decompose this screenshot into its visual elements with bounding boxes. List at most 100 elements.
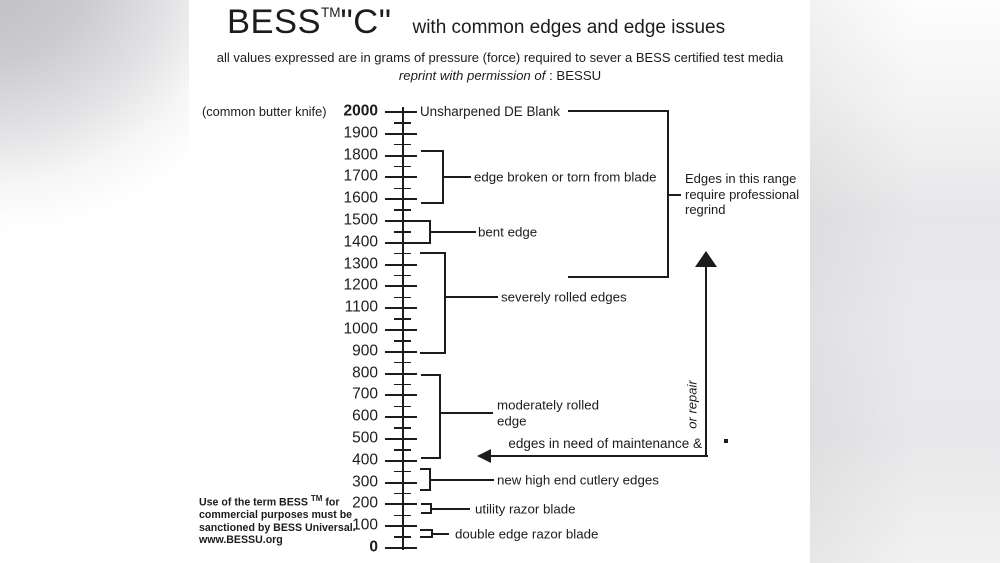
scale-minor-tick	[394, 536, 411, 538]
bracket-label-moderate: moderately rolled edge	[497, 397, 599, 429]
range-bracket-bent	[414, 219, 431, 244]
scale-minor-tick	[394, 231, 411, 233]
scale-minor-tick	[394, 427, 411, 429]
range-bracket-doubleedge	[420, 529, 433, 539]
bess-trademark-footnote: Use of the term BESS TM for commercial p…	[199, 493, 369, 547]
range-bracket-utility	[421, 503, 432, 515]
scale-minor-tick	[394, 274, 411, 277]
scale-major-tick	[385, 329, 417, 331]
scale-tick-label: 200	[352, 495, 378, 513]
scale-minor-tick	[394, 187, 411, 190]
scale-major-tick	[385, 525, 417, 528]
range-bracket-severe	[420, 251, 446, 354]
footnote-line1: Use of the term BESS TM for	[199, 494, 340, 509]
scale-major-tick	[385, 307, 417, 310]
scale-major-tick	[385, 503, 417, 506]
scale-minor-tick	[394, 383, 411, 386]
or-repair-vertical-label: or repair	[684, 380, 700, 429]
bracket-stem-moderate	[441, 411, 493, 415]
scale-tick-label: 900	[352, 342, 378, 360]
scale-major-tick	[385, 263, 417, 266]
scale-tick-label: 1600	[343, 189, 378, 207]
range-bracket-newhigh	[420, 468, 431, 492]
scale-tick-label: 700	[352, 386, 378, 404]
footnote-line3: sanctioned by BESS Universal.	[199, 521, 356, 534]
scale-tick-label: 300	[352, 473, 378, 491]
maintenance-arrow-label: edges in need of maintenance &	[508, 435, 702, 451]
scale-major-tick	[385, 198, 417, 201]
scale-minor-tick	[394, 318, 411, 320]
scale-tick-label: 1000	[343, 320, 378, 338]
scale-major-tick	[385, 241, 417, 244]
scale-major-tick	[385, 350, 417, 353]
regrind-bracket-tick	[669, 193, 681, 197]
scale-major-tick	[385, 459, 417, 462]
bracket-label-broken: edge broken or torn from blade	[474, 169, 657, 185]
scale-major-tick	[385, 438, 417, 440]
scale-tick-label: 100	[352, 516, 378, 534]
scale-tick-label: 500	[352, 429, 378, 447]
scale-tick-label: 1400	[343, 233, 378, 251]
scale-major-tick	[385, 176, 417, 179]
range-bracket-broken	[421, 150, 444, 204]
scale-major-tick	[385, 481, 417, 484]
scale-major-tick	[385, 154, 417, 157]
title-c: "C"	[340, 3, 392, 41]
title-main: BESS	[227, 3, 322, 41]
scale-tick-label: 1700	[343, 168, 378, 186]
reprint-suffix: : BESSU	[549, 68, 602, 83]
scale-major-tick	[385, 220, 417, 222]
scale-minor-tick	[394, 252, 411, 255]
regrind-note-line3: regrind	[685, 202, 726, 218]
regrind-range-bracket	[568, 109, 669, 278]
bracket-stem-bent	[431, 230, 476, 234]
scale-tick-label: 1300	[343, 255, 378, 273]
scale-tick-label: 1500	[343, 211, 378, 229]
scale-minor-tick	[394, 209, 411, 211]
regrind-note: Edges in this range require professional…	[685, 171, 799, 218]
page-title: BESSTM"C"with common edges and edge issu…	[227, 3, 725, 42]
scale-minor-tick	[394, 449, 411, 451]
subtitle: all values expressed are in grams of pre…	[216, 50, 784, 65]
scale-major-tick	[385, 547, 417, 549]
bracket-stem-broken	[444, 175, 471, 179]
scale-tick-label: 0	[369, 538, 378, 556]
scale-tick-label: 1100	[344, 298, 378, 316]
scale-major-tick	[385, 132, 417, 135]
maintenance-arrow-up-arrowhead-icon	[694, 251, 717, 267]
scale-minor-tick	[394, 340, 411, 342]
common-butter-knife-note: (common butter knife)	[202, 104, 327, 120]
scale-tick-label: 600	[352, 407, 378, 425]
footnote-tm-superscript: TM	[310, 494, 323, 503]
scan-stray-dot	[723, 438, 728, 443]
bracket-stem-newhigh	[431, 478, 494, 482]
bracket-stem-severe	[446, 295, 498, 299]
scale-minor-tick	[394, 361, 411, 364]
unsharpened-de-blank-label: Unsharpened DE Blank	[420, 104, 560, 120]
maintenance-arrow-left-arrowhead-icon	[477, 448, 491, 463]
scale-major-tick	[385, 394, 417, 397]
scale-minor-tick	[394, 165, 411, 168]
scale-tick-label: 1200	[343, 277, 378, 295]
scale-major-tick	[385, 416, 417, 419]
scale-major-tick	[385, 111, 417, 113]
scale-minor-tick	[394, 492, 411, 495]
scale-minor-tick	[394, 296, 411, 299]
range-bracket-moderate	[421, 373, 441, 459]
maintenance-arrow-horizontal-line	[489, 454, 708, 458]
scale-tick-label: 2000	[343, 102, 378, 120]
title-rest: with common edges and edge issues	[412, 17, 726, 38]
scale-minor-tick	[394, 143, 411, 146]
reprint-note: reprint with permission of : BESSU	[188, 68, 812, 83]
bracket-label-newhigh: new high end cutlery edges	[497, 472, 659, 488]
scan-shadow-right	[810, 0, 1000, 563]
scale-tick-label: 800	[352, 364, 378, 382]
scale-tick-label: 1900	[343, 124, 378, 142]
maintenance-arrow-vertical-line	[704, 262, 708, 457]
scan-shadow-left	[0, 0, 189, 235]
footnote-line4: www.BESSU.org	[199, 534, 283, 547]
bracket-stem-utility	[432, 507, 470, 510]
bracket-label-utility: utility razor blade	[475, 501, 576, 517]
scale-major-tick	[385, 285, 417, 288]
